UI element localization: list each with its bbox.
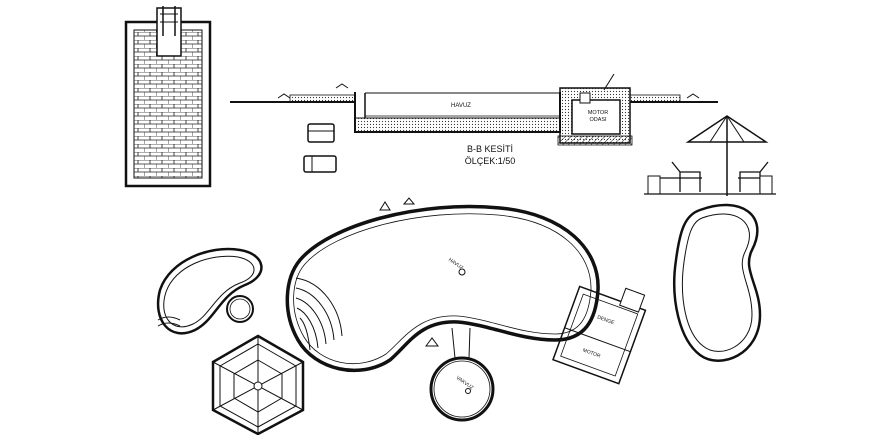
round-pool-plan: VAKVUZ: [429, 327, 495, 422]
balance-tank-label: DENGE: [596, 314, 615, 326]
hexagonal-gazebo-plan: [211, 334, 305, 435]
sunbed-symbol: [303, 155, 337, 173]
motor-room-label-2: ODASI: [589, 117, 607, 123]
pump-room-label: MOTOR: [582, 348, 602, 360]
kidney-pool-plan: [673, 203, 762, 362]
curved-pool-plan: [156, 247, 263, 335]
rectangular-pool-plan: [124, 6, 212, 188]
umbrella-with-chairs: [644, 115, 776, 196]
lounger-symbol: [307, 123, 335, 143]
section-pool-label: HAVUZ: [451, 103, 471, 109]
pump-room-plan: DENGE MOTOR: [552, 285, 647, 385]
freeform-pool-plan: HAVUZ: [285, 197, 600, 373]
section-scale: ÖLÇEK:1/50: [465, 156, 516, 166]
pool-section-b-b: HAVUZ MOTOR ODASI B-B KESİTİ ÖLÇEK:1/50: [230, 73, 718, 166]
section-title: B-B KESİTİ: [467, 144, 513, 154]
motor-room-label-1: MOTOR: [588, 110, 608, 116]
